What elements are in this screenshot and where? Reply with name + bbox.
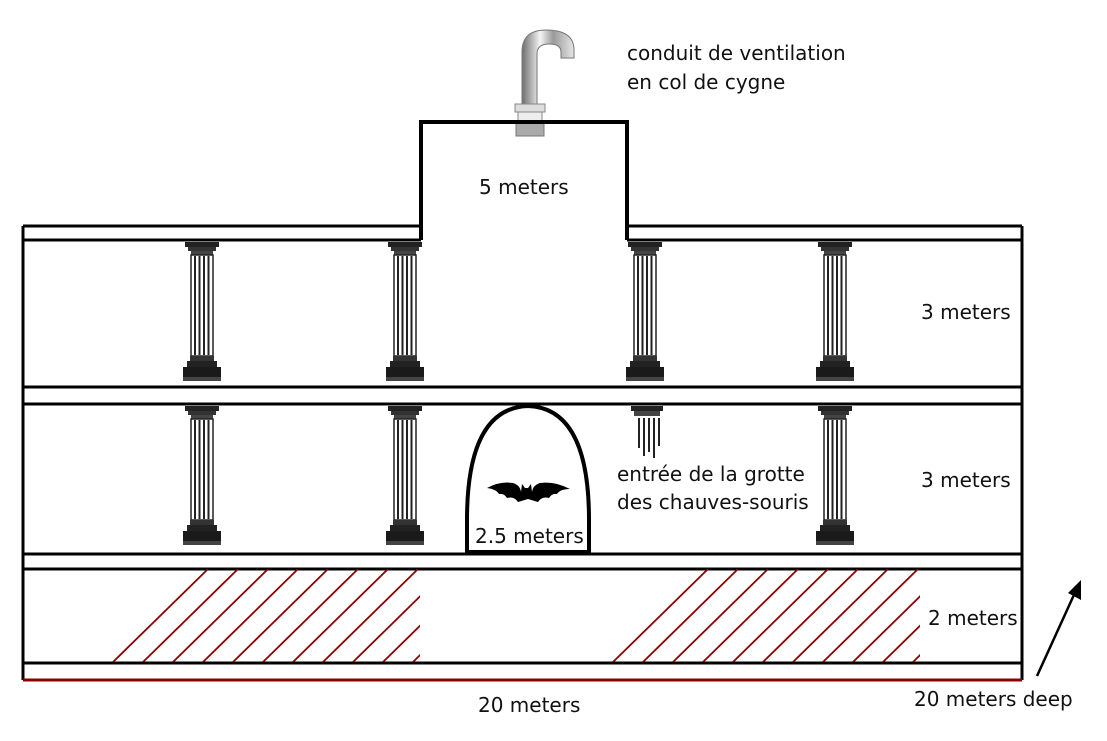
column-icon <box>385 241 425 382</box>
hatch-line <box>792 569 889 662</box>
vent-label: conduit de ventilation en col de cygne <box>627 41 846 94</box>
column-icon <box>182 405 222 546</box>
hatch-line <box>702 569 799 662</box>
hatch-right <box>612 569 920 662</box>
hatch-line <box>612 569 709 662</box>
hatch-line <box>882 624 920 662</box>
column-icon <box>182 241 222 382</box>
broken-column-icon <box>631 406 663 458</box>
tower-height-label: 5 meters <box>479 175 569 199</box>
bat-icon <box>487 482 570 502</box>
column-icon <box>815 405 855 546</box>
arch-height-label: 2.5 meters <box>475 524 584 548</box>
hatch-line <box>852 595 920 662</box>
hatch-line <box>822 569 919 662</box>
column-icon <box>625 241 665 382</box>
column-icon <box>385 405 425 546</box>
depth-label: 20 meters deep <box>914 687 1073 711</box>
hatch-line <box>262 569 359 662</box>
hatch-line <box>322 569 419 662</box>
hatch-line <box>232 569 329 662</box>
hatch-line <box>672 569 769 662</box>
hatch-left <box>112 569 420 662</box>
hatch-line <box>292 569 389 662</box>
hatch-line <box>112 569 209 662</box>
width-label: 20 meters <box>478 693 581 717</box>
floor-bands <box>23 385 1022 665</box>
level2-height-label: 3 meters <box>921 468 1011 492</box>
hatch-line <box>142 569 239 662</box>
cave-entrance-label: entrée de la grotte des chauves-souris <box>617 462 809 514</box>
hatch-line <box>642 569 739 662</box>
hatch-line <box>382 624 420 662</box>
hatch-line <box>412 653 420 662</box>
level1-height-label: 3 meters <box>921 300 1011 324</box>
roof-band <box>21 224 1024 680</box>
hatch-line <box>172 569 269 662</box>
hatch-line <box>732 569 829 662</box>
cave-arch <box>465 403 591 554</box>
hatch-line <box>352 595 420 662</box>
hatch-line <box>202 569 299 662</box>
column-icon <box>815 241 855 382</box>
depth-arrow-icon <box>1035 580 1081 677</box>
hatch-line <box>762 569 859 662</box>
base-height-label: 2 meters <box>928 606 1018 630</box>
tower-outline <box>419 120 629 240</box>
